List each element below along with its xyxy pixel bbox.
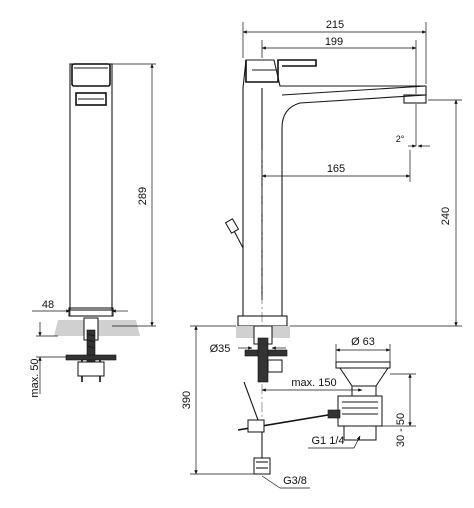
side-mounting-plate <box>65 354 117 361</box>
front-spout-top <box>281 85 427 96</box>
side-aerator <box>75 92 107 106</box>
dim-165-label: 165 <box>327 163 345 175</box>
front-rod-vertical <box>243 381 259 421</box>
front-clamp <box>247 419 265 433</box>
side-base <box>68 307 114 317</box>
dim-240-label: 240 <box>440 207 452 225</box>
waste-flange <box>335 361 391 369</box>
dim-g38-leader <box>261 475 281 489</box>
dim-max50-label: max. 50 <box>29 358 41 397</box>
dim-d35-label: Ø35 <box>210 343 231 355</box>
waste-cup <box>339 367 389 387</box>
front-nut <box>267 359 283 373</box>
waste-rod-connector <box>327 409 341 419</box>
waste-outlet <box>343 425 377 441</box>
dim-d63-label: Ø 63 <box>351 336 375 348</box>
dim-g38-label: G3/8 <box>283 475 307 487</box>
front-body-outline <box>242 59 427 317</box>
dim-289-label: 289 <box>137 187 149 205</box>
side-lever <box>71 63 111 87</box>
front-aerator <box>403 94 427 104</box>
dim-3050-label: 30 - 50 <box>395 413 407 447</box>
front-hose-nut <box>253 457 271 475</box>
waste-neck <box>351 385 377 397</box>
front-view: 215 199 2° 165 240 Ø35 390 max. 150 <box>181 19 462 489</box>
side-nut <box>77 361 105 377</box>
waste-assembly <box>327 361 391 441</box>
dim-angle-label: 2° <box>396 134 405 144</box>
side-threaded-rod <box>86 329 96 373</box>
dim-390-label: 390 <box>181 391 193 409</box>
dim-g114-label: G1 1/4 <box>311 435 344 447</box>
dim-g114-arrow <box>353 435 361 449</box>
front-popup-knob <box>224 218 240 234</box>
front-lever <box>245 59 317 83</box>
front-threaded-rod <box>257 337 269 383</box>
dim-48-label: 48 <box>42 299 54 311</box>
front-base <box>237 315 288 327</box>
side-view: 289 48 max. 50 <box>29 63 156 398</box>
dim-max150-label: max. 150 <box>291 377 336 389</box>
dim-215-label: 215 <box>326 19 344 31</box>
dim-199-label: 199 <box>325 36 343 48</box>
waste-body <box>337 395 383 427</box>
